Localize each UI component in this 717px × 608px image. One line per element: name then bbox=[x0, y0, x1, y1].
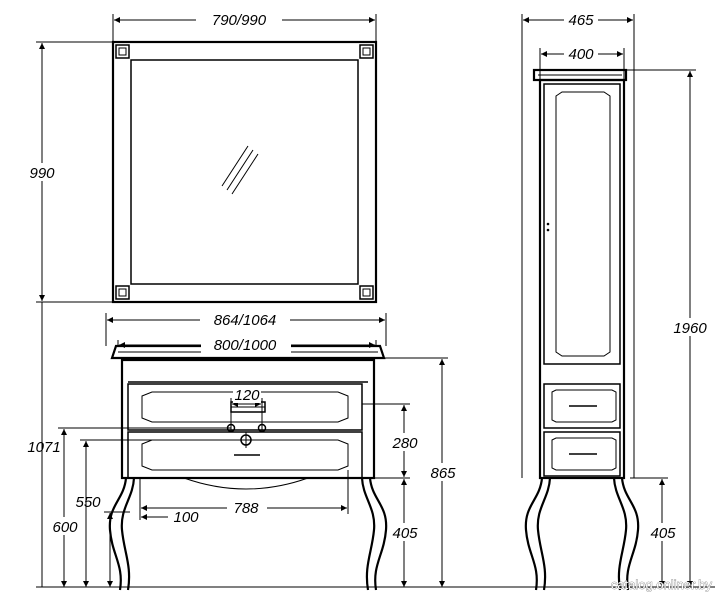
cabinet-leg-height-dimension: 405 bbox=[630, 477, 680, 587]
vanity-inner-width-label: 788 bbox=[233, 500, 259, 517]
vanity-total-height-label: 865 bbox=[430, 465, 456, 482]
drain-height-label: 550 bbox=[75, 494, 101, 511]
drawer-height-dimension: 280 bbox=[362, 403, 422, 479]
vanity-top-width-label: 864/1064 bbox=[214, 312, 277, 329]
drain-offset-label: 100 bbox=[173, 509, 199, 526]
siphon-height-label: 600 bbox=[52, 519, 78, 536]
mirror-height-dimension: 990 bbox=[24, 41, 113, 303]
vanity-leg-height-label: 405 bbox=[392, 525, 418, 542]
vanity-body-width-dimension: 800/1000 bbox=[117, 335, 377, 354]
vanity-top-width-dimension: 864/1064 bbox=[105, 310, 387, 346]
mirror-corner-ornaments bbox=[115, 44, 374, 300]
cabinet-depth-dimension: 465 bbox=[521, 10, 635, 80]
faucet-height-label: 1071 bbox=[27, 439, 60, 456]
mirror-glass-reflection bbox=[221, 145, 259, 195]
vanity-total-height-dimension: 865 bbox=[380, 357, 460, 587]
drawer-height-label: 280 bbox=[391, 435, 418, 452]
siphon-height-dimension: 600 bbox=[50, 439, 238, 587]
faucet-spacing-dimension: 120 bbox=[226, 387, 267, 448]
mirror-width-dimension: 790/990 bbox=[112, 10, 377, 42]
tall-cabinet bbox=[521, 68, 640, 591]
faucet-spacing-label: 120 bbox=[234, 387, 260, 404]
cabinet-depth-label: 465 bbox=[568, 12, 594, 29]
vanity-leg-height-dimension: 405 bbox=[388, 479, 422, 587]
vanity-body-width-label: 800/1000 bbox=[214, 337, 277, 354]
cabinet-height-label: 1960 bbox=[673, 320, 707, 337]
faucet-height-dimension: 1071 bbox=[26, 427, 231, 587]
drain-offset-dimension: 100 bbox=[141, 509, 199, 526]
vanity bbox=[108, 344, 388, 591]
cabinet-leg-height-label: 405 bbox=[650, 525, 676, 542]
vanity-inner-width-dimension: 788 bbox=[139, 470, 349, 520]
mirror bbox=[111, 40, 378, 304]
mirror-height-label: 990 bbox=[29, 165, 55, 182]
cabinet-width-dimension: 400 bbox=[539, 44, 625, 80]
mirror-width-label: 790/990 bbox=[212, 12, 267, 29]
watermark: catalog.onliner.by bbox=[611, 577, 713, 592]
cabinet-height-dimension: 1960 bbox=[626, 69, 712, 587]
cabinet-width-label: 400 bbox=[568, 46, 594, 63]
